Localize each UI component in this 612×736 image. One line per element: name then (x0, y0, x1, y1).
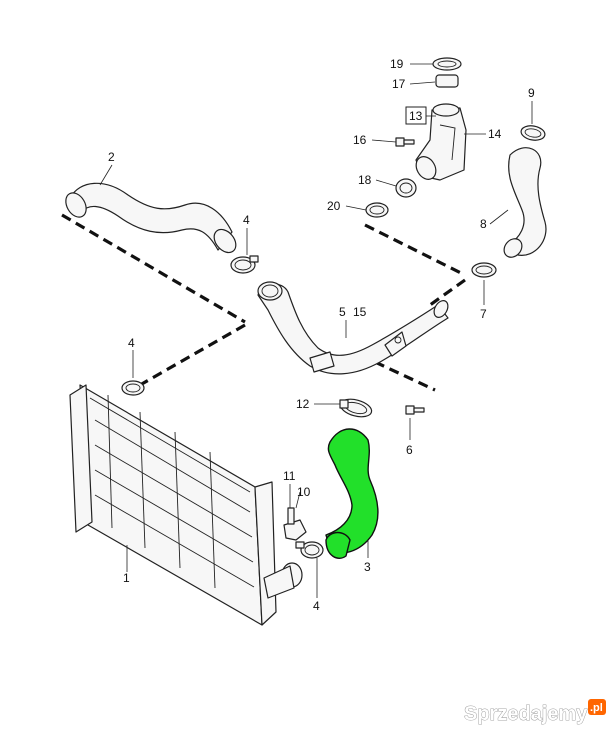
bolt-part-6 (405, 405, 425, 415)
assembly-line-right-upper (364, 223, 466, 277)
clamp-part-20 (365, 202, 389, 218)
clamp-part-9 (520, 125, 546, 141)
label-2: 2 (108, 150, 115, 164)
label-3: 3 (364, 560, 371, 574)
ring-part-17 (435, 74, 459, 88)
label-14: 14 (488, 127, 502, 141)
assembly-line-right-diag (429, 278, 466, 307)
label-16: 16 (353, 133, 367, 147)
label-5: 5 (339, 305, 346, 319)
clamp-part-4-bottom (295, 541, 324, 559)
clamp-part-4-top (230, 255, 259, 274)
label-10: 10 (297, 485, 311, 499)
bracket-part-10 (283, 519, 307, 541)
watermark-text: Sprzedajemy (464, 703, 588, 725)
label-11: 11 (283, 469, 296, 483)
label-18: 18 (358, 173, 372, 187)
pipe-part-5-15 (257, 281, 449, 375)
assembly-line-left (61, 213, 246, 324)
label-13: 13 (409, 109, 423, 123)
label-20: 20 (327, 199, 341, 213)
label-12: 12 (296, 397, 310, 411)
label-9: 9 (528, 86, 535, 100)
label-15: 15 (353, 305, 367, 319)
hose-part-8 (503, 147, 547, 258)
hose-part-2 (65, 182, 237, 254)
label-7: 7 (480, 307, 487, 321)
hose-part-3-highlighted (325, 428, 379, 559)
watermark-badge (588, 699, 606, 715)
clamp-part-19 (432, 57, 462, 71)
assembly-line-center (139, 323, 246, 387)
intercooler-part-1 (69, 384, 303, 626)
watermark: Sprzedajemy .pl (464, 699, 606, 725)
label-8: 8 (480, 217, 487, 231)
clamp-part-4-left (121, 380, 145, 396)
watermark-suffix: .pl (590, 702, 603, 714)
assembly-line-right-lower (374, 360, 436, 392)
label-1: 1 (123, 571, 130, 585)
label-17: 17 (392, 77, 406, 91)
bracket-part-11 (287, 507, 295, 525)
ring-part-18 (395, 178, 417, 198)
label-4-bottom: 4 (313, 599, 320, 613)
housing-part-14 (415, 103, 467, 181)
label-13-box (405, 106, 427, 125)
label-4-left: 4 (128, 336, 135, 350)
clamp-part-12 (339, 398, 373, 418)
label-6: 6 (406, 443, 413, 457)
bolt-part-16 (395, 137, 415, 147)
label-4-top: 4 (243, 213, 250, 227)
leader-lines (99, 63, 533, 598)
label-19: 19 (390, 57, 404, 71)
clamp-part-7 (471, 262, 497, 278)
